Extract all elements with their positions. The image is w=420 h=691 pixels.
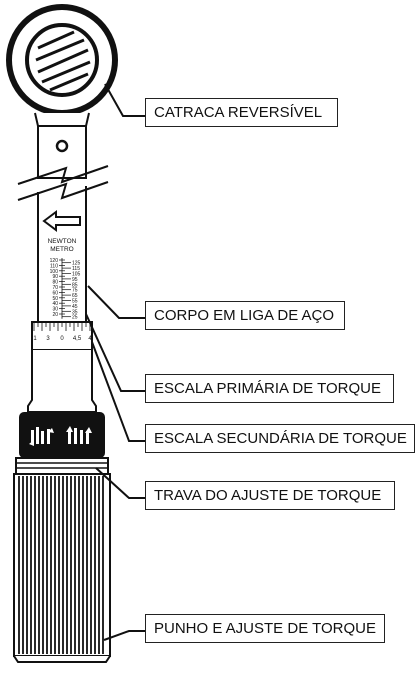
primary-tick-label-left: 80 <box>52 280 58 286</box>
primary-tick-label-right: 125 <box>72 261 81 267</box>
secondary-tick-label: 1 <box>33 336 37 342</box>
label-grip: PUNHO E AJUSTE DE TORQUE <box>145 614 385 643</box>
lock-unlock-icon <box>29 426 92 446</box>
ratchet-neck <box>34 112 90 127</box>
secondary-tick-label: 3 <box>46 336 50 342</box>
primary-tick-label-left: 40 <box>52 301 58 307</box>
primary-tick-label-left: 110 <box>50 263 58 269</box>
label-secondary-scale: ESCALA SECUNDÁRIA DE TORQUE <box>145 424 415 453</box>
primary-tick-label-right: 95 <box>72 277 78 283</box>
grip-ridges <box>18 476 104 654</box>
leader-primary <box>85 313 145 392</box>
label-lock: TRAVA DO AJUSTE DE TORQUE <box>145 481 395 510</box>
ratchet-splines <box>35 30 91 92</box>
primary-tick-label-right: 35 <box>72 309 78 315</box>
secondary-scale: 1 3 0 4,5 4 <box>33 322 92 342</box>
primary-tick-label-left: 100 <box>50 269 59 275</box>
lock-ring <box>15 457 109 475</box>
primary-tick-label-left: 90 <box>52 274 58 280</box>
leader-grip <box>103 630 145 641</box>
primary-tick-label-right: 25 <box>72 315 78 321</box>
leader-secondary <box>91 341 145 442</box>
barrel <box>27 350 97 413</box>
label-primary-scale: ESCALA PRIMÁRIA DE TORQUE <box>145 374 394 403</box>
primary-tick-label-right: 75 <box>72 288 78 294</box>
torque-collar <box>19 412 105 458</box>
secondary-tick-label: 4 <box>88 336 92 342</box>
primary-tick-label-left: 120 <box>50 258 59 264</box>
secondary-tick-label: 4,5 <box>73 336 82 342</box>
primary-tick-label-right: 65 <box>72 293 78 299</box>
grip-end-cap <box>13 655 111 663</box>
direction-arrow-icon <box>42 210 81 232</box>
leader-ratchet <box>104 83 145 117</box>
leader-lock <box>95 467 145 499</box>
primary-tick-label-left: 70 <box>52 285 58 291</box>
label-ratchet: CATRACA REVERSÍVEL <box>145 98 338 127</box>
scale-unit-newton: NEWTON <box>48 238 77 245</box>
shaft-hole <box>55 139 69 153</box>
primary-tick-label-left: 60 <box>52 290 58 296</box>
secondary-tick-label: 0 <box>60 336 64 342</box>
break-mark-top <box>17 165 109 185</box>
primary-tick-label-right: 105 <box>72 272 81 278</box>
primary-tick-label-right: 115 <box>72 266 80 272</box>
primary-tick-label-left: 30 <box>52 307 58 313</box>
scale-unit-metro: METRO <box>50 246 73 253</box>
break-mark-bottom <box>17 181 109 201</box>
leader-lines <box>85 83 145 641</box>
grip-handle <box>13 473 111 657</box>
primary-tick-label-right: 45 <box>72 304 78 310</box>
primary-tick-label-right: 85 <box>72 282 78 288</box>
label-body: CORPO EM LIGA DE AÇO <box>145 301 345 330</box>
primary-tick-label-right: 55 <box>72 299 78 305</box>
leader-body <box>87 285 145 319</box>
primary-tick-label-left: 20 <box>52 312 58 318</box>
primary-tick-label-left: 50 <box>52 296 58 302</box>
